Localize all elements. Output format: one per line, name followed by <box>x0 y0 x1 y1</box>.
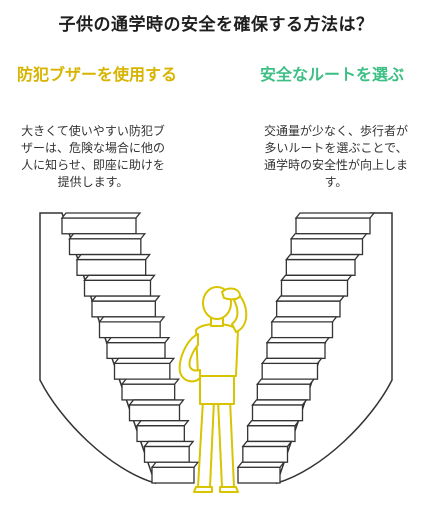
right-staircase <box>236 212 376 484</box>
right-stair-step <box>271 321 334 339</box>
right-stair-tread <box>289 233 368 240</box>
left-stair-tread <box>143 440 195 448</box>
right-stair-step <box>261 362 319 380</box>
left-staircase <box>60 212 200 484</box>
person-torso <box>195 323 239 377</box>
left-stair-step <box>121 383 176 401</box>
left-stair-tread <box>150 461 200 468</box>
right-stair-step <box>295 217 371 235</box>
person-right-foot <box>219 486 239 493</box>
person-right-leg <box>217 399 235 488</box>
right-stair-tread <box>260 357 323 365</box>
right-stair-tread <box>270 316 338 323</box>
left-stair-tread <box>128 399 185 406</box>
right-stair-step <box>290 238 364 256</box>
left-stair-tread <box>120 378 181 385</box>
option-description-buzzer: 大きくて使いやすい防犯ブザーは、危険な場合に他の人に知らせ、即座に助けを提供しま… <box>20 124 165 189</box>
left-stair-step <box>91 300 156 318</box>
person-hand <box>221 287 241 301</box>
right-stair-step <box>266 341 326 360</box>
right-stair-tread <box>236 461 286 468</box>
left-stair-step <box>83 279 152 297</box>
left-stair-tread <box>83 274 156 281</box>
left-stair-step <box>61 217 137 235</box>
left-stair-tread <box>98 316 166 323</box>
left-stair-tread <box>90 295 161 302</box>
right-stair-step <box>280 279 349 297</box>
left-stair-tread <box>75 253 152 261</box>
right-stair-step <box>247 425 296 443</box>
right-stair-tread <box>241 440 293 448</box>
right-stair-step <box>256 383 311 401</box>
person-right-arm <box>231 295 248 333</box>
right-stair-tread <box>280 274 353 281</box>
left-stair-tread <box>113 357 176 365</box>
right-stair-step <box>242 445 289 463</box>
left-stair-step <box>76 258 147 276</box>
right-stair-step <box>285 258 356 276</box>
left-stair-step <box>151 466 195 484</box>
option-title-buzzer: 防犯ブザーを使用する <box>16 65 177 84</box>
left-stair-step <box>98 321 161 339</box>
option-title-route: 安全なルートを選ぶ <box>259 65 404 84</box>
left-stair-tread <box>135 420 190 427</box>
right-stair-tread <box>265 336 331 344</box>
left-stair-step <box>143 445 190 463</box>
left-stair-step <box>106 341 166 360</box>
person-figure <box>178 286 248 493</box>
right-stair-step <box>276 300 341 318</box>
left-stair-step <box>68 238 142 256</box>
left-stair-tread <box>105 336 171 344</box>
right-stair-tread <box>246 420 301 427</box>
left-stair-step <box>128 404 181 422</box>
person-left-foot <box>193 486 213 493</box>
right-stair-step <box>237 466 281 484</box>
left-stair-step <box>113 362 171 380</box>
person-left-arm <box>178 333 201 383</box>
right-stair-tread <box>251 399 308 406</box>
left-stair-step <box>136 425 185 443</box>
right-stair-tread <box>255 378 316 385</box>
right-stair-step <box>251 404 304 422</box>
person-left-leg <box>197 399 215 488</box>
page-title: 子供の通学時の安全を確保する方法は？ <box>58 15 374 35</box>
left-stair-tread <box>68 233 147 240</box>
right-stair-tread <box>275 295 346 302</box>
option-description-route: 交通量が少なく、歩行者が多いルートを選ぶことで、通学時の安全性が向上します。 <box>263 124 408 189</box>
right-stair-tread <box>284 253 361 261</box>
right-stair-tread <box>294 212 376 219</box>
left-stair-tread <box>60 212 142 219</box>
